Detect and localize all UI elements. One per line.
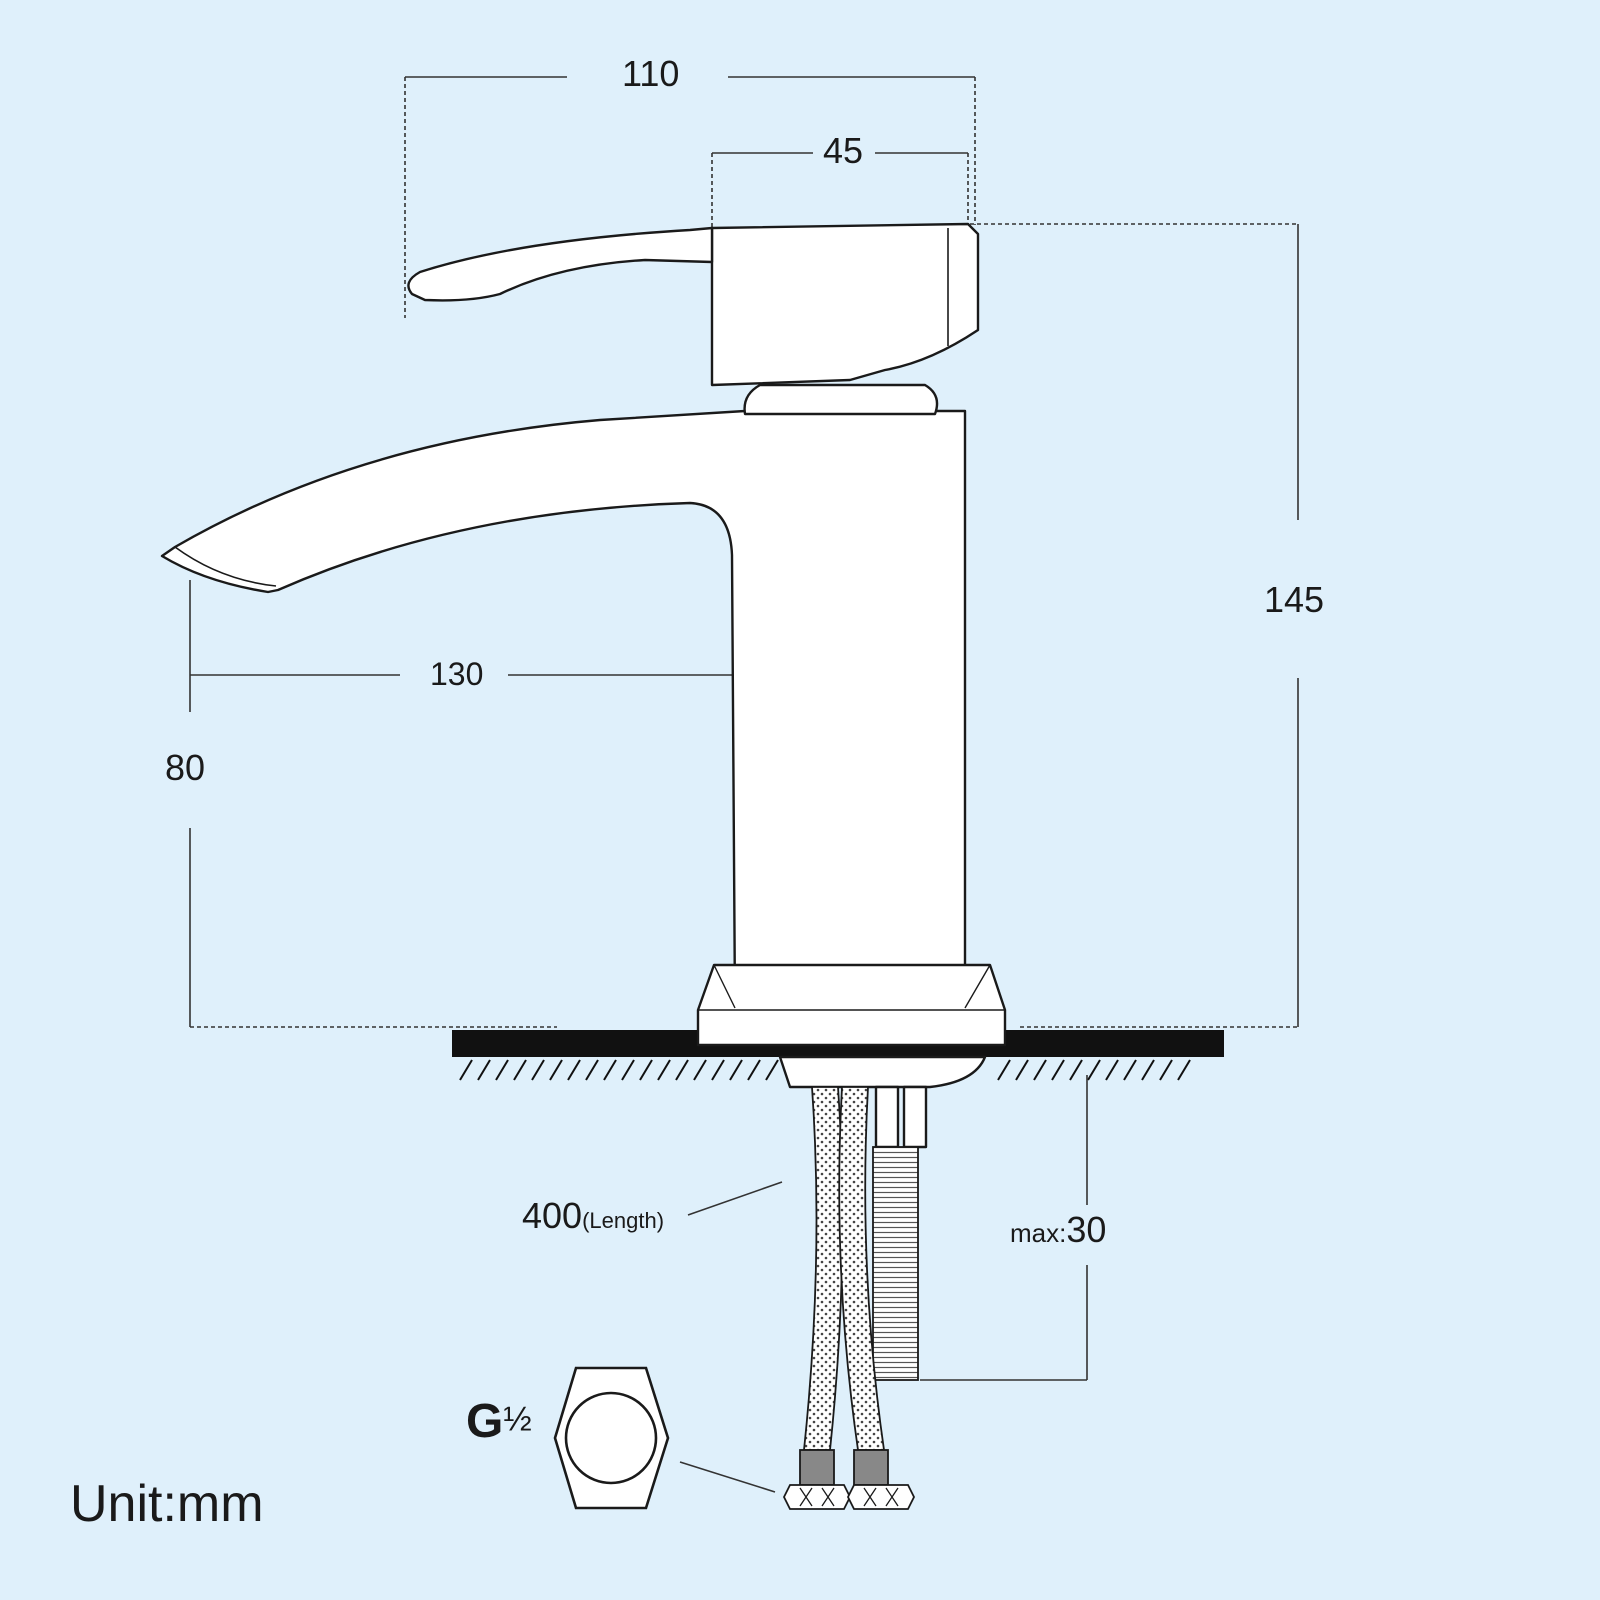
hose-nut-right xyxy=(846,1484,916,1510)
max-depth-label: max:30 xyxy=(1010,1212,1106,1248)
dim-label-80: 80 xyxy=(165,747,206,788)
handle-block xyxy=(710,222,980,387)
hatch-stroke xyxy=(1069,1059,1083,1081)
mounting-nut xyxy=(778,1055,987,1089)
hatch-stroke xyxy=(1033,1059,1047,1081)
hatch-stroke xyxy=(747,1059,761,1081)
spout-tip-contour xyxy=(174,546,277,587)
hatch-stroke xyxy=(495,1059,509,1081)
thread-leader xyxy=(679,1461,776,1493)
hatch-stroke xyxy=(477,1059,491,1081)
thread-hex-nut xyxy=(553,1366,670,1510)
dim-label-110: 110 xyxy=(622,53,680,94)
dim-label-130: 130 xyxy=(430,656,484,692)
hatch-stroke xyxy=(1159,1059,1173,1081)
thread-fraction: ½ xyxy=(503,1400,532,1439)
hatch-stroke xyxy=(675,1059,689,1081)
hatch-stroke xyxy=(531,1059,545,1081)
base-plate-corner-right xyxy=(964,964,991,1009)
hatch-stroke xyxy=(513,1059,527,1081)
hose-length-label: 400(Length) xyxy=(522,1198,664,1234)
hose-length-leader xyxy=(687,1181,783,1216)
stud-left xyxy=(874,1085,900,1149)
base-plate xyxy=(696,963,1007,1047)
hatch-stroke xyxy=(621,1059,635,1081)
hatch-stroke xyxy=(603,1059,617,1081)
hose-nut-right-marks xyxy=(863,1487,899,1507)
hatch-stroke xyxy=(997,1059,1011,1081)
handle-lever xyxy=(407,226,714,302)
hatch-stroke xyxy=(567,1059,581,1081)
dim-label-45: 45 xyxy=(823,130,864,171)
handle-collar xyxy=(743,383,939,416)
dim-label-145: 145 xyxy=(1264,579,1325,620)
countertop-hatching xyxy=(459,1059,1191,1081)
hatch-stroke xyxy=(549,1059,563,1081)
hatch-stroke xyxy=(1177,1059,1191,1081)
hatch-stroke xyxy=(657,1059,671,1081)
hose-nut-left xyxy=(782,1484,852,1510)
hose-length-value: 400 xyxy=(522,1195,583,1236)
hatch-stroke xyxy=(639,1059,653,1081)
stud-right xyxy=(902,1085,928,1149)
base-plate-corner-left xyxy=(713,964,736,1009)
hatch-stroke xyxy=(1141,1059,1155,1081)
hex-bore xyxy=(564,1391,658,1485)
threaded-rod xyxy=(872,1146,919,1381)
unit-label: Unit:mm xyxy=(70,1475,264,1533)
hatch-stroke xyxy=(1105,1059,1119,1081)
faucet xyxy=(160,222,1007,1149)
hatch-stroke xyxy=(1051,1059,1065,1081)
hatch-stroke xyxy=(1015,1059,1029,1081)
hatch-stroke xyxy=(765,1059,779,1081)
hose-ferrule-right xyxy=(853,1449,889,1486)
hatch-stroke xyxy=(1123,1059,1137,1081)
supply-hoses xyxy=(782,1086,919,1510)
max-depth-prefix: max: xyxy=(1010,1218,1067,1248)
thread-size-label: G½ xyxy=(466,1398,532,1446)
faucet-body xyxy=(160,409,967,1010)
hatch-stroke xyxy=(711,1059,725,1081)
dimension-lines xyxy=(189,76,1299,1493)
hose-length-note: (Length) xyxy=(582,1208,665,1233)
hose-left xyxy=(803,1086,844,1451)
thread-letter: G xyxy=(466,1395,504,1448)
hatch-stroke xyxy=(585,1059,599,1081)
hatch-stroke xyxy=(729,1059,743,1081)
hose-ferrule-left xyxy=(799,1449,835,1486)
hatch-stroke xyxy=(1087,1059,1101,1081)
hatch-stroke xyxy=(459,1059,473,1081)
hose-nut-left-marks xyxy=(799,1487,835,1507)
hatch-stroke xyxy=(693,1059,707,1081)
max-depth-value: 30 xyxy=(1066,1209,1107,1250)
